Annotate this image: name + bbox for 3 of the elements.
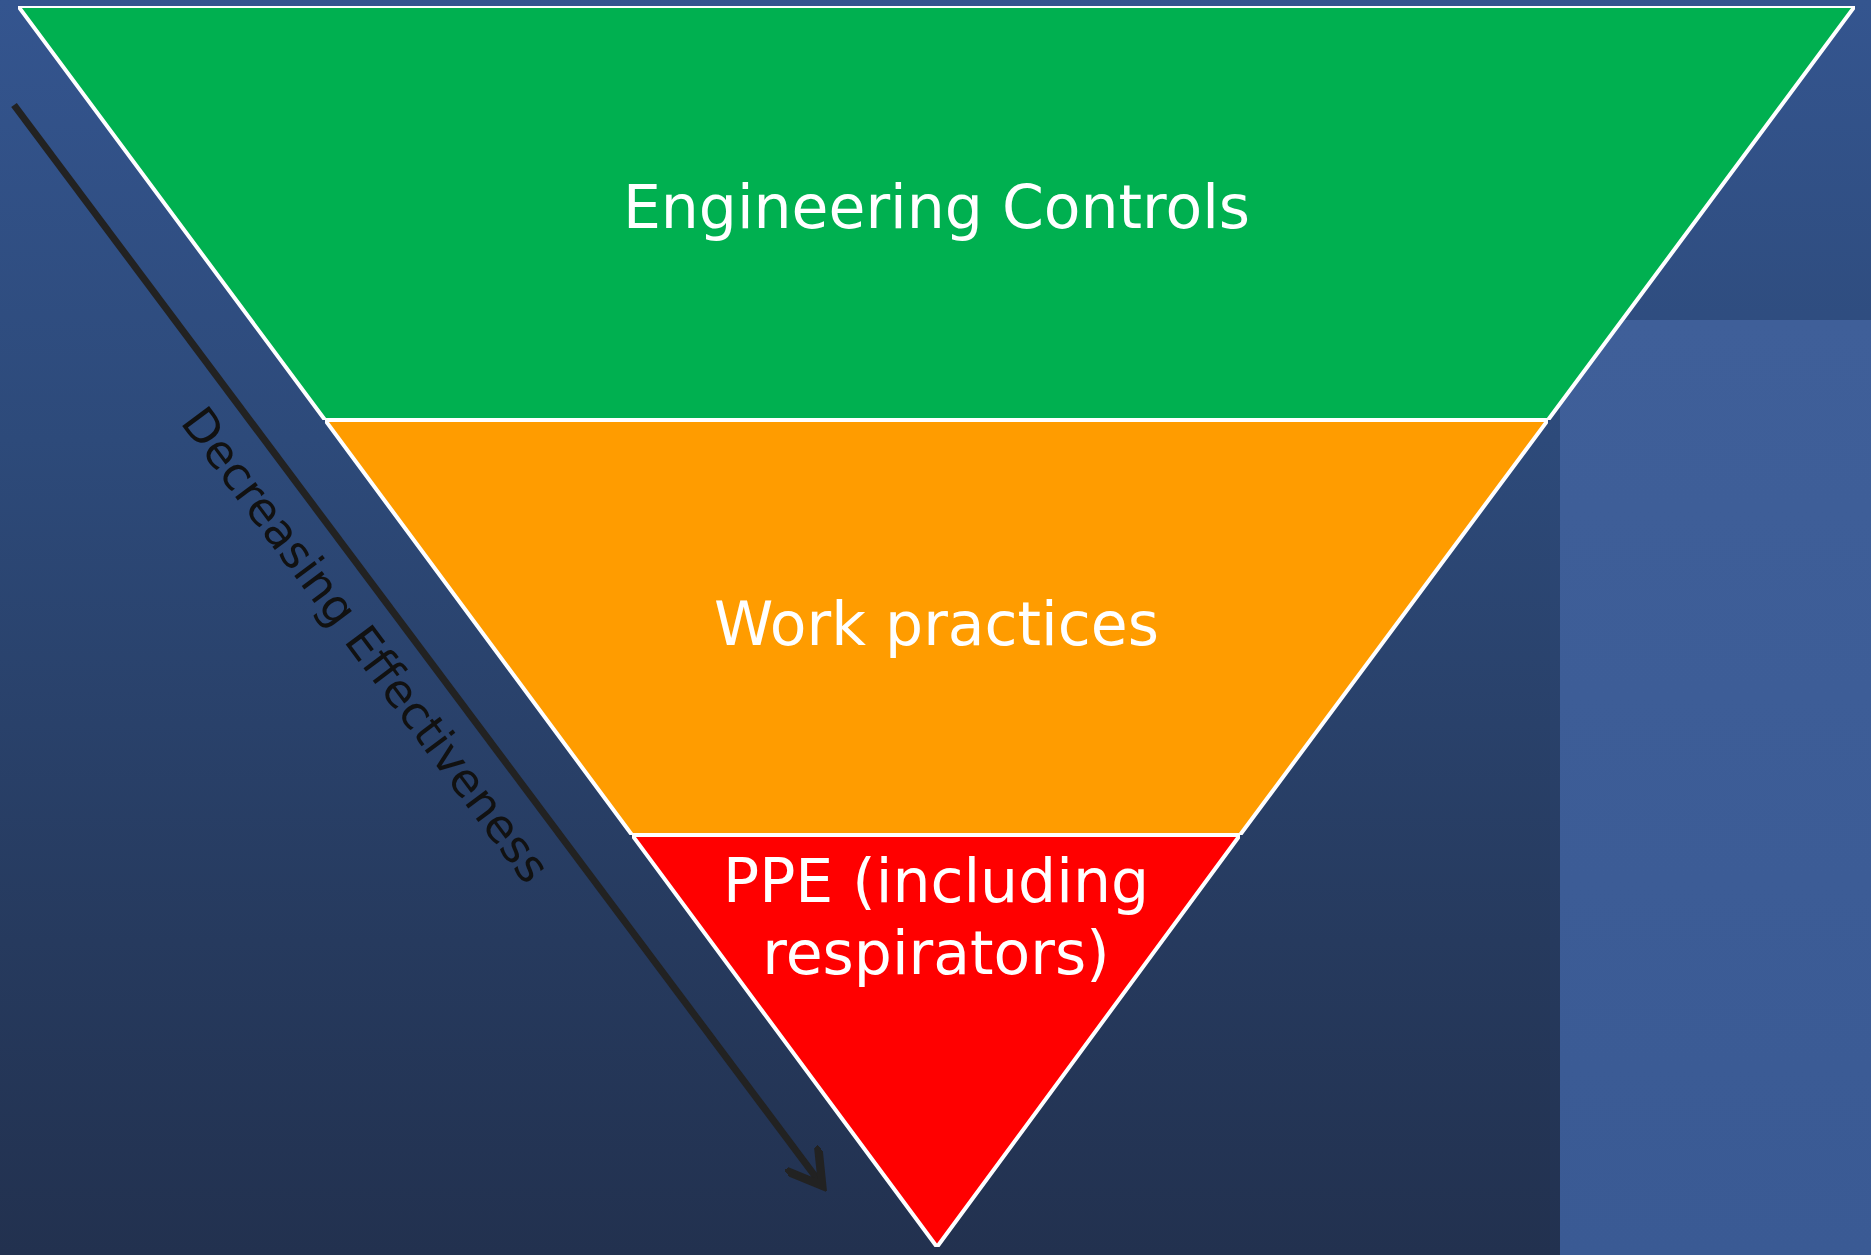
tier-label: Engineering Controls	[621, 171, 1252, 243]
tier-label: PPE (including respirators)	[722, 845, 1150, 989]
tier-label: Work practices	[713, 588, 1160, 660]
